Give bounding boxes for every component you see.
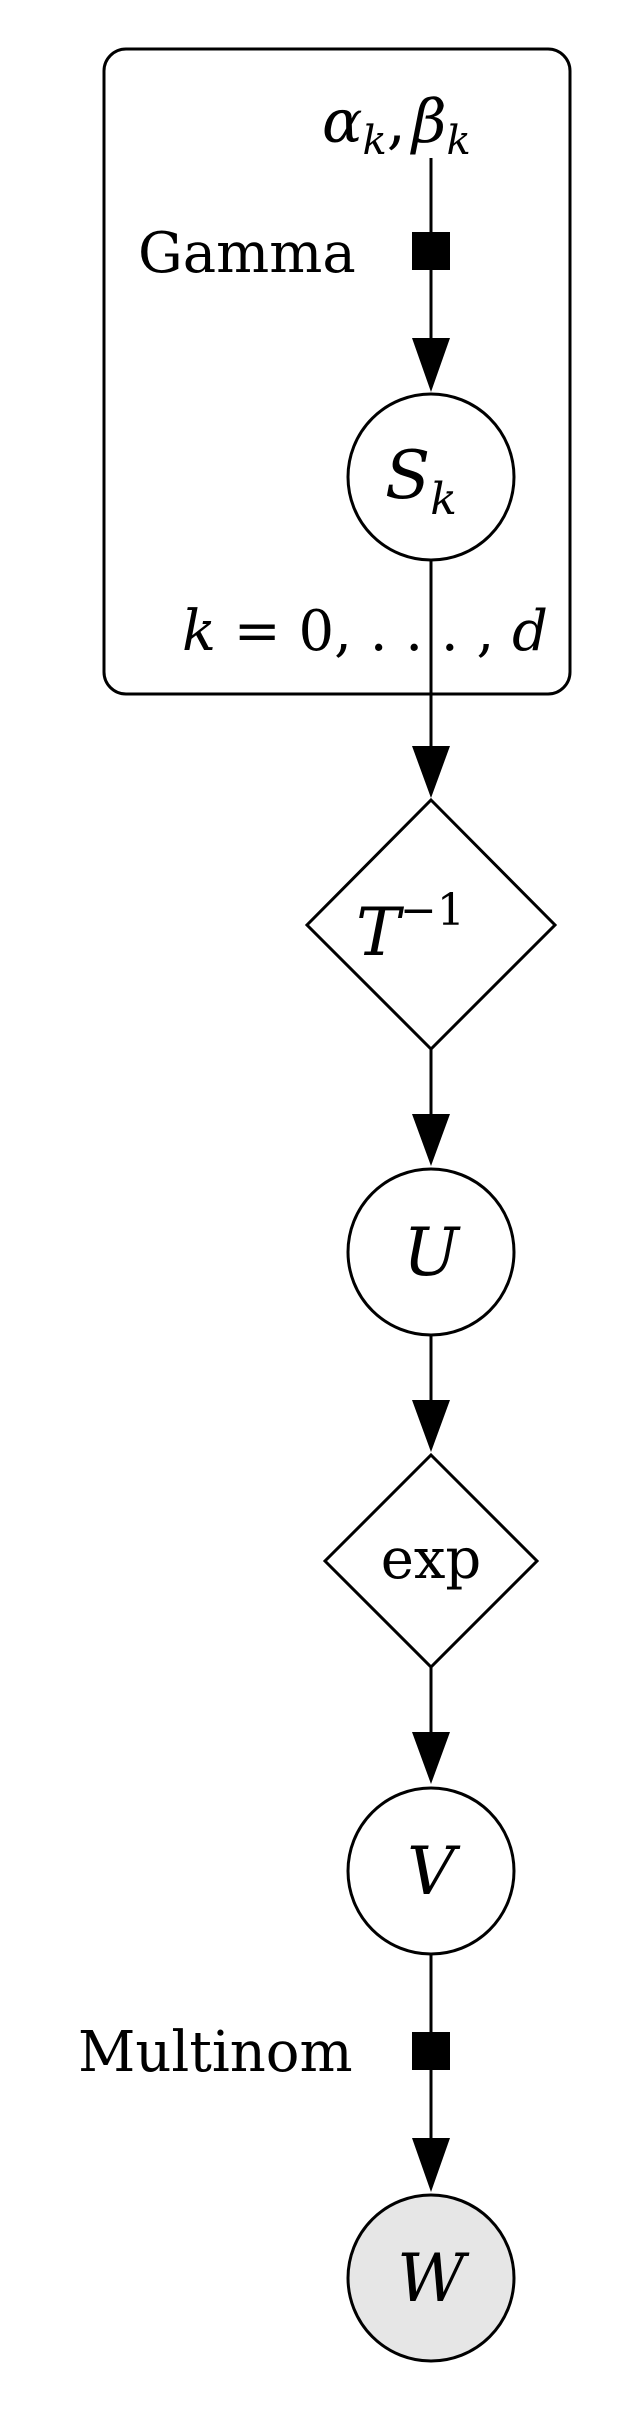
node-exp-label: exp — [381, 1527, 482, 1592]
plate-params-label: αk,βk — [322, 87, 471, 164]
gamma-factor-node — [412, 232, 450, 270]
node-v-label: V — [407, 1833, 461, 1910]
arrowhead-multinom-to-w — [412, 2138, 450, 2192]
arrowhead-exp-to-v — [412, 1732, 450, 1784]
plate — [102, 47, 572, 696]
arrowhead-s-to-tinv — [412, 746, 450, 798]
node-w-observed — [346, 2193, 516, 2363]
gamma-factor-label: Gamma — [138, 221, 356, 286]
multinom-factor-node — [412, 2032, 450, 2070]
plate-index-label: k = 0, . . . , d — [182, 599, 548, 664]
node-t-inverse-label: T−1 — [356, 885, 465, 971]
arrowhead-tinv-to-u — [412, 1114, 450, 1166]
arrowhead-gamma-to-s — [412, 338, 450, 392]
multinom-factor-label: Multinom — [78, 2020, 353, 2085]
node-u-label: U — [403, 1214, 461, 1291]
arrowhead-u-to-exp — [412, 1400, 450, 1452]
node-w-label: W — [397, 2240, 470, 2317]
node-s-k-label: Sk — [385, 437, 457, 525]
